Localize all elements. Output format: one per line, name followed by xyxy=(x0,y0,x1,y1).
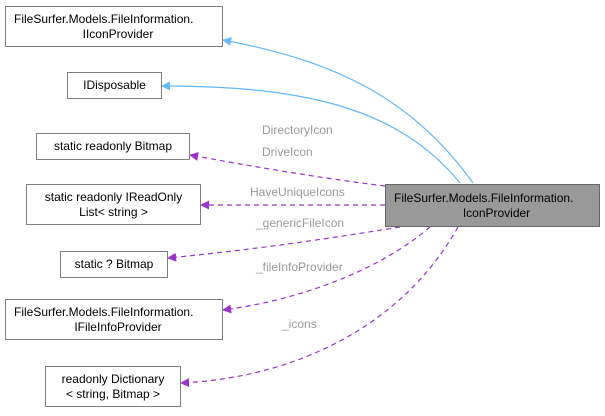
dictionary-line-2: < string, Bitmap > xyxy=(65,386,161,401)
readonly-list-line-2: List< string > xyxy=(79,204,148,219)
iconprovider-line-2: IconProvider xyxy=(462,205,531,220)
dictionary-line-1: readonly Dictionary xyxy=(61,371,165,386)
usage-edge-ifileinfoprovider xyxy=(222,226,431,314)
edge-label-generic-file-icon: _genericFileIcon xyxy=(256,216,345,230)
edge-label-icons: _icons xyxy=(282,317,317,331)
ifileinfoprovider-line-2: IFileInfoProvider xyxy=(74,319,162,334)
edge-label-have-unique-icons: HaveUniqueIcons xyxy=(250,185,345,199)
edge-label-drive-icon: DriveIcon xyxy=(262,145,313,159)
dictionary-node[interactable]: readonly Dictionary < string, Bitmap > xyxy=(45,366,181,407)
iiconprovider-line-1: FileSurfer.Models.FileInformation. xyxy=(14,11,194,26)
usage-edge-bitmap-nullable xyxy=(167,226,401,262)
ifileinfoprovider-node[interactable]: FileSurfer.Models.FileInformation. IFile… xyxy=(5,299,223,340)
idisposable-node[interactable]: IDisposable xyxy=(67,72,162,99)
inheritance-edge-iiconprovider xyxy=(222,37,474,184)
iconprovider-line-1: FileSurfer.Models.FileInformation. xyxy=(394,190,574,205)
bitmap-readonly-label: static readonly Bitmap xyxy=(53,139,173,153)
readonly-list-node[interactable]: static readonly IReadOnly List< string > xyxy=(26,184,201,225)
readonly-list-line-1: static readonly IReadOnly xyxy=(44,189,183,204)
idisposable-label: IDisposable xyxy=(83,78,146,92)
bitmap-nullable-node[interactable]: static ? Bitmap xyxy=(60,251,168,278)
bitmap-readonly-node[interactable]: static readonly Bitmap xyxy=(36,133,190,160)
usage-edge-bitmap-readonly xyxy=(189,152,386,187)
ifileinfoprovider-line-1: FileSurfer.Models.FileInformation. xyxy=(14,304,194,319)
iiconprovider-node[interactable]: FileSurfer.Models.FileInformation. IIcon… xyxy=(5,6,223,47)
edge-label-directory-icon: DirectoryIcon xyxy=(262,123,333,137)
inheritance-edge-idisposable xyxy=(161,81,461,184)
bitmap-nullable-label: static ? Bitmap xyxy=(74,257,154,271)
iconprovider-node[interactable]: FileSurfer.Models.FileInformation. IconP… xyxy=(385,184,600,227)
edge-label-file-info-provider: _fileInfoProvider xyxy=(256,260,343,274)
iiconprovider-line-2: IIconProvider xyxy=(82,26,154,41)
usage-edge-dictionary xyxy=(180,226,459,388)
